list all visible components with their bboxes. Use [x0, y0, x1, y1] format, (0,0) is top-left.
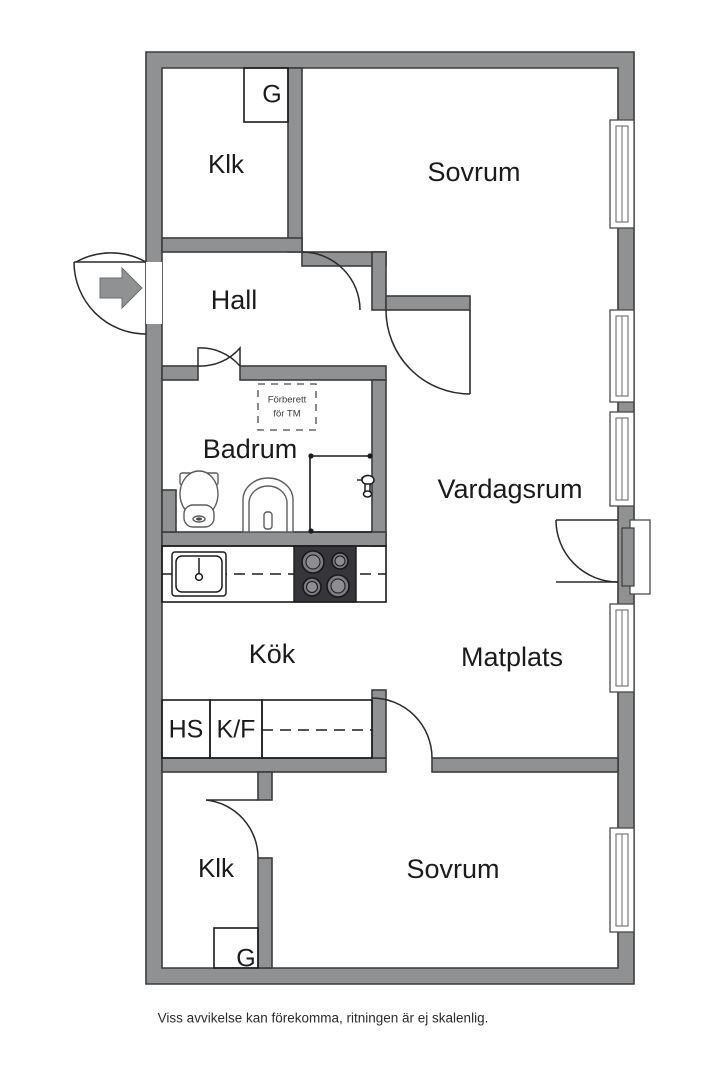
toilet-icon — [179, 470, 219, 528]
label-bathroom: Badrum — [203, 434, 298, 464]
label-closet-bottom: Klk — [198, 853, 235, 883]
kitchen-fixtures: HS K/F — [161, 545, 387, 759]
wardrobe-top-label: G — [262, 81, 281, 109]
wall-klk-hall — [161, 237, 303, 253]
bathroom-fixtures: Förberett för TM — [179, 383, 375, 534]
wall-kok-bottom-left — [161, 757, 387, 773]
exterior-wall — [145, 51, 635, 985]
door-closet-top-arc — [301, 251, 361, 311]
wall-hall-sovrum-step — [371, 251, 387, 311]
wall-badrum-right — [371, 379, 387, 547]
wall-klk-bottom-right-lower — [257, 857, 273, 969]
wall-badrum-left-jog — [161, 489, 177, 533]
wall-kok-jamb — [371, 689, 387, 759]
laundry-prep-line2: för TM — [273, 409, 300, 420]
label-bedroom-bottom: Sovrum — [406, 854, 499, 884]
stove-icon — [293, 545, 357, 603]
entrance-door-arc — [75, 252, 147, 263]
washing-machine-space — [257, 383, 317, 431]
label-hs: HS — [169, 716, 204, 744]
kitchen-lower-cabinets: HS K/F — [161, 699, 373, 759]
wall-structure — [145, 51, 635, 985]
window-bedroom-top — [609, 119, 635, 229]
window-dining — [609, 603, 635, 693]
wardrobe-bottom-label: G — [236, 945, 255, 973]
room-labels: Klk Sovrum Hall Badrum Vardagsrum Kök Ma… — [198, 149, 583, 884]
label-kf: K/F — [217, 716, 256, 744]
label-dining-area: Matplats — [461, 642, 563, 672]
door-bedroom-top[interactable] — [385, 309, 471, 395]
wall-badrum-top-right — [239, 365, 387, 381]
label-kitchen: Kök — [249, 639, 296, 669]
washbasin-icon — [242, 477, 294, 533]
door-closet-bottom-arc — [205, 799, 259, 859]
label-closet-top: Klk — [208, 149, 245, 179]
label-living-room: Vardagsrum — [437, 474, 582, 504]
wall-klk-bottom-right-upper — [257, 771, 273, 801]
entrance-opening — [146, 262, 162, 324]
shower — [308, 453, 375, 534]
wall-klk-sovrum — [287, 67, 303, 253]
door-bathroom-arc — [197, 347, 241, 367]
door-bedroom-bottom-arc — [371, 697, 433, 759]
window-living-room-mid — [609, 411, 635, 507]
entrance-door[interactable] — [73, 252, 147, 335]
label-hallway: Hall — [211, 285, 258, 315]
door-bedroom-top-arc — [385, 309, 471, 395]
entrance-direction-arrow — [99, 266, 143, 310]
balcony-door-swing-arc — [555, 519, 619, 583]
wardrobe-bottom: G — [213, 927, 259, 973]
door-bedroom-bottom[interactable] — [371, 697, 433, 759]
entrance-door-swing — [73, 261, 147, 335]
disclaimer-caption: Viss avvikelse kan förekomma, ritningen … — [158, 1011, 489, 1026]
windows-group — [609, 119, 635, 933]
laundry-prep-line1: Förberett — [268, 395, 307, 406]
door-closet-bottom[interactable] — [205, 799, 259, 859]
wall-badrum-top-left — [161, 365, 199, 381]
wardrobe-top: G — [243, 67, 289, 123]
balcony-door-leaf — [621, 527, 635, 587]
window-bedroom-bottom — [609, 827, 635, 933]
shower-head-icon — [357, 474, 375, 498]
wall-badrum-bottom — [161, 531, 387, 547]
label-bedroom-top: Sovrum — [427, 157, 520, 187]
door-bathroom-leaf — [197, 345, 241, 367]
balcony-door[interactable] — [555, 519, 651, 595]
wall-kok-bottom-right — [431, 757, 619, 773]
door-bathroom[interactable] — [197, 345, 241, 367]
door-closet-top[interactable] — [301, 251, 361, 311]
cabinet-counter — [261, 699, 373, 759]
kitchen-sink-icon — [171, 551, 227, 597]
window-living-room-upper — [609, 309, 635, 403]
wall-hall-sovrum-lower — [385, 295, 471, 311]
